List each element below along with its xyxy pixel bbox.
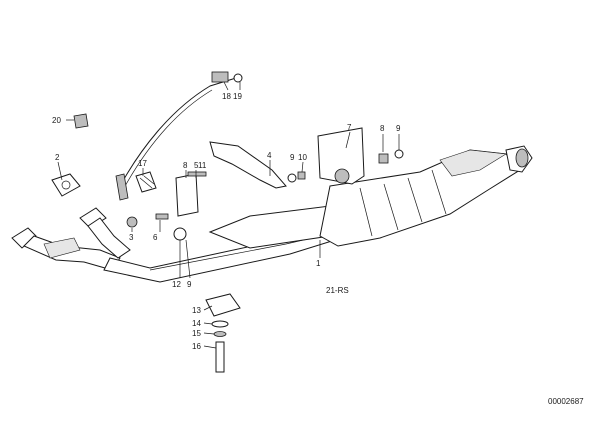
callout-9c: 9 <box>187 280 192 289</box>
washer-9b <box>287 173 297 183</box>
front-flange-right <box>79 207 107 229</box>
rear-muffler-shade <box>439 149 507 177</box>
callout-labels: 1 2 3 4 5 6 7 8 8 9 9 9 10 11 12 13 14 1… <box>52 92 401 351</box>
leader-15 <box>203 332 215 335</box>
front-pipe-right <box>87 217 131 259</box>
rear-hanger-bracket <box>317 127 365 185</box>
clamp-17 <box>135 171 157 193</box>
callout-8a: 8 <box>380 124 385 133</box>
callout-18: 18 <box>222 92 231 101</box>
callout-9b: 9 <box>290 153 295 162</box>
leader-18 <box>223 81 229 91</box>
bolt-6 <box>155 213 169 220</box>
nut-10 <box>297 171 306 180</box>
callout-10: 10 <box>298 153 307 162</box>
callout-13: 13 <box>192 306 201 315</box>
bolt-20 <box>73 113 89 129</box>
leader-2 <box>57 161 63 181</box>
callout-9a: 9 <box>396 124 401 133</box>
washer-9 <box>394 149 404 159</box>
tail-pipe-end <box>515 148 529 168</box>
leader-14 <box>203 322 213 325</box>
callout-20: 20 <box>52 116 61 125</box>
callout-11: 11 <box>198 161 207 170</box>
callout-21-rs: 21-RS <box>326 286 349 295</box>
flex-hose <box>43 237 81 259</box>
callout-19: 19 <box>233 92 242 101</box>
clamp-12 <box>173 227 187 241</box>
sensor-cable <box>119 77 237 187</box>
leader-13 <box>203 305 213 311</box>
rear-muffler-rib-3 <box>407 177 423 223</box>
gasket-2 <box>51 173 81 197</box>
callout-15: 15 <box>192 329 201 338</box>
sensor-connector <box>211 71 229 83</box>
leader-10 <box>301 161 304 173</box>
exhaust-assembly <box>11 145 533 283</box>
front-flange-left <box>11 227 37 249</box>
rear-muffler-rib-1 <box>359 187 373 237</box>
callout-1: 1 <box>316 259 321 268</box>
leader-9b <box>185 239 191 279</box>
callout-5: 5 <box>194 161 199 170</box>
callout-16: 16 <box>192 342 201 351</box>
leader-lines <box>57 81 400 349</box>
gasket-2-hole <box>61 180 71 190</box>
sensor-clip <box>233 73 243 83</box>
callout-4: 4 <box>267 151 272 160</box>
clamp-bracket <box>175 173 199 217</box>
rear-muffler-rib-2 <box>383 183 399 231</box>
washer-14 <box>211 320 229 328</box>
callout-8b: 8 <box>183 161 188 170</box>
document-number: 00002687 <box>548 397 584 406</box>
callout-3: 3 <box>129 233 134 242</box>
hanger-13 <box>205 293 241 317</box>
callout-12: 12 <box>172 280 181 289</box>
bolt-11 <box>187 171 207 177</box>
sensor-cable-inner <box>123 89 213 189</box>
bolt-16 <box>215 341 225 373</box>
washer-15 <box>213 331 227 337</box>
callout-17: 17 <box>138 159 147 168</box>
nut-8 <box>378 153 389 164</box>
oxygen-sensor <box>115 173 129 201</box>
callout-6: 6 <box>153 233 158 242</box>
leader-7 <box>345 131 351 149</box>
nut-3 <box>126 216 138 228</box>
leader-16 <box>203 345 217 349</box>
clamp-17-detail <box>139 175 155 189</box>
rear-hanger-rubber <box>334 168 350 184</box>
callout-7: 7 <box>347 123 352 132</box>
rear-muffler-rib-4 <box>431 169 447 215</box>
mounting-parts <box>51 71 404 373</box>
callout-14: 14 <box>192 319 201 328</box>
callout-2: 2 <box>55 153 60 162</box>
bracket-4 <box>209 141 287 189</box>
